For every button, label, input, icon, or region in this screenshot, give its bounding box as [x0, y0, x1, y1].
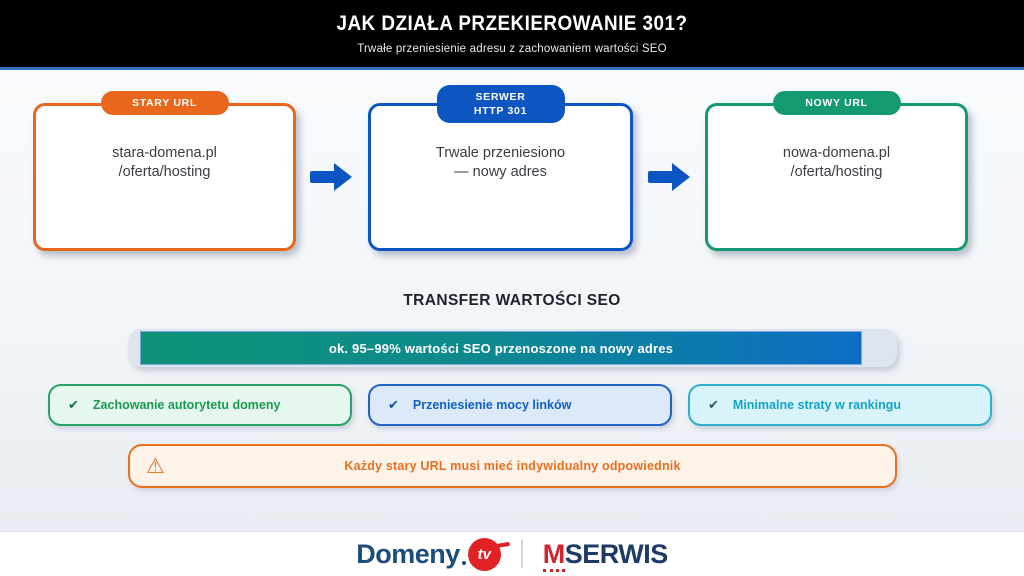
card-serwer-http-301: SERWER HTTP 301 Trwale przeniesiono — no… [368, 85, 633, 251]
benefit-domain-authority: ✔ Zachowanie autorytetu domeny [48, 384, 352, 426]
badge-label: STARY URL [131, 97, 198, 109]
seo-transfer-progressbar-track: ok. 95–99% wartości SEO przenoszone na n… [128, 329, 897, 367]
footer: Domeny tv MSERWIS [0, 531, 1024, 576]
logo-divider [520, 540, 523, 568]
benefit-label: Przeniesienie mocy linków [412, 398, 572, 412]
badge-label: NOWY URL [805, 97, 868, 109]
card-stary-url-text: stara-domena.pl /oferta/hosting [36, 92, 293, 234]
mserwis-logo: MSERWIS [542, 538, 669, 572]
card-serwer-text: Trwale przeniesiono — nowy adres [371, 92, 630, 234]
arrow-shaft [310, 171, 336, 183]
card-stary-url: STARY URL stara-domena.pl /oferta/hostin… [33, 91, 296, 251]
benefit-label: Zachowanie autorytetu domeny [92, 398, 281, 412]
badge-serwer: SERWER HTTP 301 [436, 85, 565, 124]
arrow-right-icon [648, 163, 690, 191]
old-path-line: /oferta/hosting [118, 164, 211, 180]
header: JAK DZIAŁA PRZEKIEROWANIE 301? Trwałe pr… [0, 0, 1024, 70]
warning-text: Każdy stary URL musi mieć indywidualny o… [344, 459, 681, 473]
transfer-section-heading: TRANSFER WARTOŚCI SEO [403, 292, 621, 309]
badge-stary-url: STARY URL [100, 91, 229, 116]
badge-label: SERWER [475, 91, 526, 103]
warning-banner: ⚠ Każdy stary URL musi mieć indywidualny… [128, 444, 897, 488]
benefit-link-power: ✔ Przeniesienie mocy linków [368, 384, 672, 426]
new-path-line: /oferta/hosting [790, 164, 883, 180]
warning-triangle-icon: ⚠ [146, 454, 165, 478]
benefit-ranking-loss: ✔ Minimalne straty w rankingu [688, 384, 992, 426]
old-domain-line: stara-domena.pl [112, 144, 217, 161]
badge-label-line2: HTTP 301 [473, 105, 528, 118]
card-nowy-url: NOWY URL nowa-domena.pl /oferta/hosting [705, 91, 968, 251]
card-nowy-url-text: nowa-domena.pl /oferta/hosting [708, 92, 965, 234]
page-title: JAK DZIAŁA PRZEKIEROWANIE 301? [336, 12, 688, 35]
benefit-label: Minimalne straty w rankingu [732, 398, 901, 412]
mserwis-logo-m: M [542, 538, 565, 572]
domeny-tv-logo: Domeny tv [356, 537, 501, 571]
tv-circle-icon: tv [467, 537, 501, 571]
arrow-right-icon [310, 163, 352, 191]
badge-nowy-url: NOWY URL [772, 91, 901, 116]
arrow-shaft [648, 171, 674, 183]
check-icon: ✔ [68, 397, 79, 412]
mserwis-logo-rest: SERWIS [564, 538, 669, 569]
page-subtitle: Trwałe przeniesienie adresu z zachowanie… [357, 43, 667, 55]
domeny-logo-text: Domeny [356, 538, 460, 569]
new-domain-line: nowa-domena.pl [782, 144, 891, 161]
arrow-head [334, 163, 352, 191]
seo-transfer-label: ok. 95–99% wartości SEO przenoszone na n… [328, 340, 674, 356]
redirect-status-line: Trwale przeniesiono [435, 144, 566, 161]
domeny-logo-dot [461, 560, 466, 565]
check-icon: ✔ [388, 397, 399, 412]
seo-transfer-progressbar-fill: ok. 95–99% wartości SEO przenoszone na n… [140, 331, 862, 365]
arrow-head [672, 163, 690, 191]
redirect-target-line: — nowy adres [454, 164, 547, 180]
check-icon: ✔ [708, 397, 719, 412]
